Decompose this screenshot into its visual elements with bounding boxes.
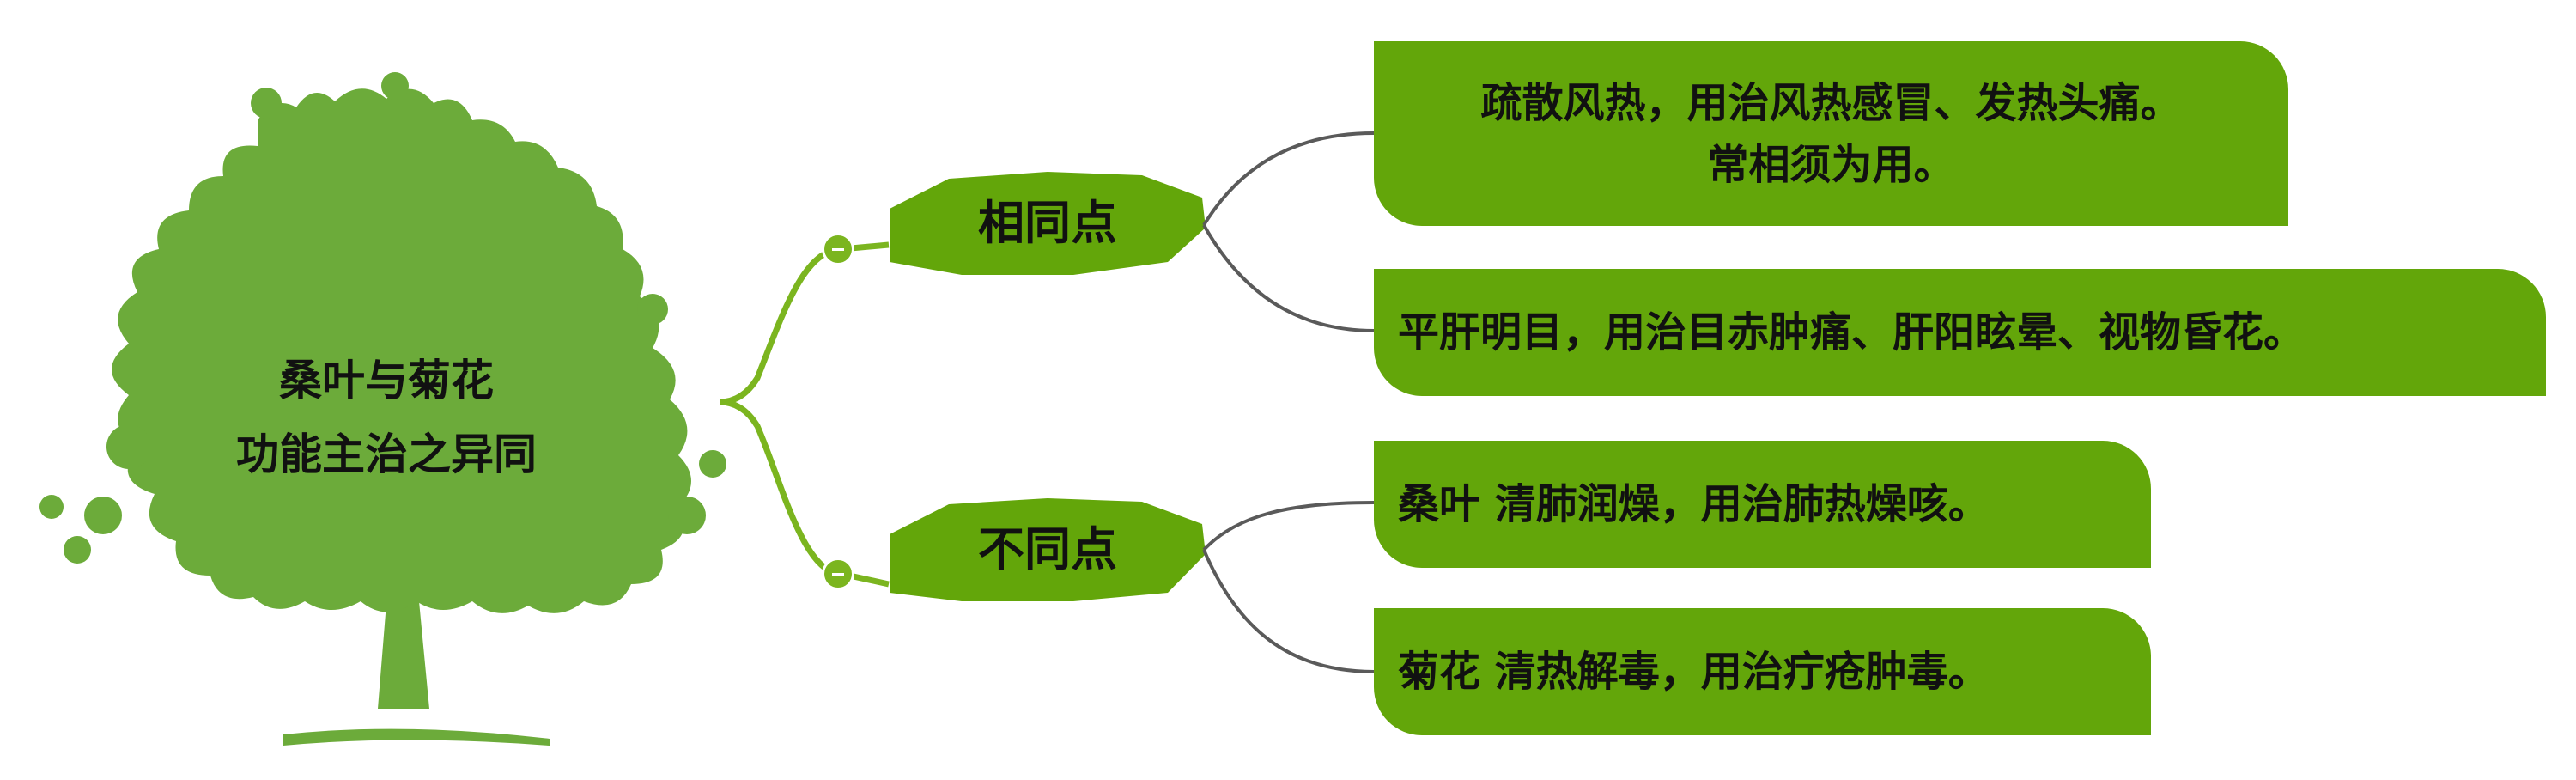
leaf-text: 疏散风热，用治风热感冒、发热头痛。 (1480, 78, 2182, 127)
connector-diff-leaf-2 (1202, 549, 1375, 673)
leaf-topic-diff-2[interactable]: 菊花 清热解毒，用治疔疮肿毒。 (1374, 608, 2151, 735)
branch-node-same[interactable] (890, 172, 1206, 275)
branch-label-diff: 不同点 (978, 522, 1117, 576)
leaf-text: 桑叶 清肺润燥，用治肺热燥咳。 (1398, 480, 1990, 528)
connector-root-diff (719, 399, 890, 588)
branch-node-diff[interactable] (890, 498, 1206, 601)
leaf-text: 平肝明目，用治目赤肿痛、肝阳眩晕、视物昏花。 (1398, 308, 2306, 356)
connector-same-leaf-1 (1202, 131, 1375, 227)
connector-diff-leaf-1 (1202, 501, 1375, 551)
leaf-topic-same-1[interactable]: 疏散风热，用治风热感冒、发热头痛。 常相须为用。 (1374, 41, 2288, 226)
branch-label-same: 相同点 (978, 196, 1117, 250)
leaf-topic-same-2[interactable]: 平肝明目，用治目赤肿痛、肝阳眩晕、视物昏花。 (1374, 269, 2546, 396)
leaf-text: 常相须为用。 (1707, 140, 1955, 189)
root-topic-title[interactable]: 桑叶与菊花 功能主治之异同 (129, 344, 644, 491)
tree-icon[interactable] (39, 72, 726, 746)
leaf-text: 菊花 清热解毒，用治疔疮肿毒。 (1398, 648, 1990, 696)
connector-same-leaf-2 (1202, 224, 1375, 332)
root-title-line-2: 功能主治之异同 (236, 430, 537, 479)
connector-root-same (719, 241, 890, 405)
collapse-minus-icon[interactable] (822, 558, 854, 590)
root-title-line-1: 桑叶与菊花 (279, 356, 494, 405)
collapse-minus-icon[interactable] (822, 233, 854, 265)
leaf-topic-diff-1[interactable]: 桑叶 清肺润燥，用治肺热燥咳。 (1374, 441, 2151, 568)
